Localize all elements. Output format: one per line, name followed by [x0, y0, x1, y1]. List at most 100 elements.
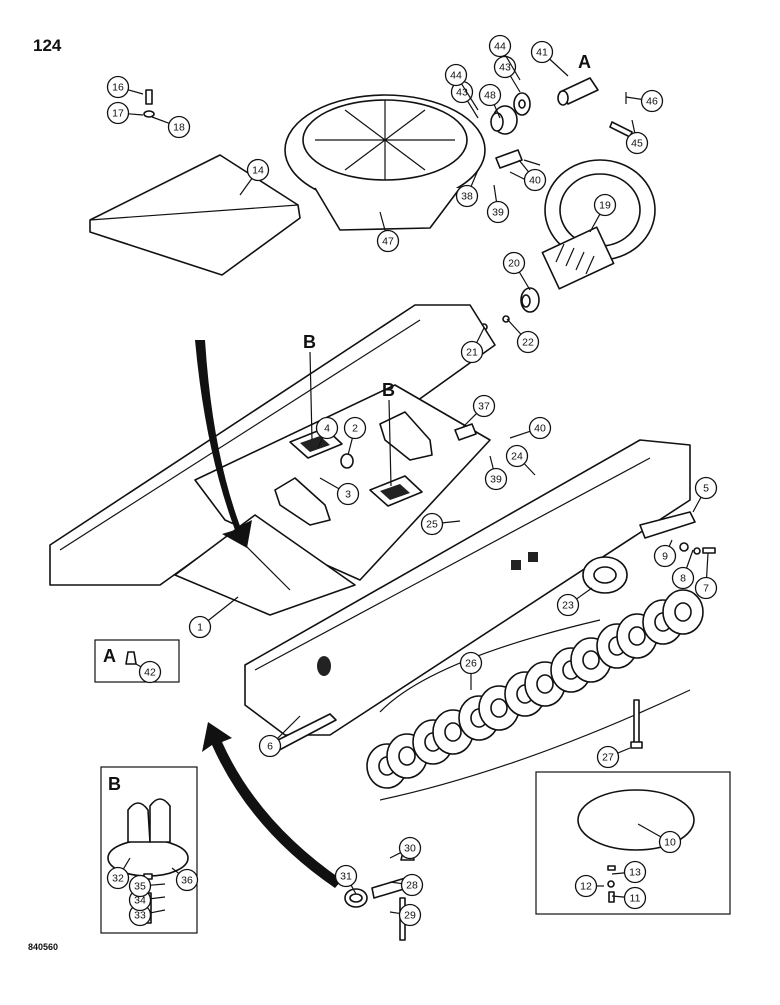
callout-number: 43 [499, 62, 511, 74]
callout-leader [668, 539, 673, 547]
roller-bolt [630, 699, 643, 749]
callout-circle [505, 444, 529, 468]
callout-leader [549, 58, 569, 77]
callout-leader [461, 83, 479, 111]
callout-leader [489, 455, 494, 469]
callout-c29: 29 [389, 903, 422, 927]
sleeve [340, 453, 354, 469]
carrier-roller [582, 556, 628, 594]
callout-circle [625, 131, 649, 155]
callout-c22: 22 [506, 318, 540, 354]
callout-c8: 8 [671, 549, 695, 590]
callout-layer: 1234567891011121314161718192021222324252… [106, 34, 718, 927]
detail-a-box: A [94, 639, 180, 683]
callout-number: 13 [629, 867, 641, 879]
callout-number: 17 [112, 108, 124, 120]
callout-leader [317, 437, 324, 449]
callout-number: 22 [522, 337, 534, 349]
callout-c46: 46 [625, 89, 664, 113]
callout-c2: 2 [343, 416, 367, 456]
callout-number: 41 [536, 47, 548, 59]
callout-c6: 6 [258, 715, 301, 758]
assembly-arrow-top [195, 340, 252, 548]
callout-number: 32 [112, 873, 124, 885]
callout-number: 20 [508, 258, 520, 270]
callout-leader [518, 159, 529, 173]
cover-bolt [143, 89, 155, 118]
callout-circle [493, 55, 517, 79]
callout-leader [128, 113, 144, 116]
callout-c11: 11 [611, 886, 647, 910]
callout-circle [593, 193, 617, 217]
callout-leader [207, 596, 239, 621]
callout-circle [175, 868, 199, 892]
callout-c44b: 44 [444, 63, 479, 111]
callout-leader [461, 413, 477, 429]
callout-leader [389, 911, 400, 915]
swing-mount-housing [284, 94, 486, 231]
callout-c19: 19 [589, 193, 617, 233]
callout-number: 11 [630, 893, 641, 905]
callout-number: 30 [404, 843, 416, 855]
callout-circle [376, 229, 400, 253]
section-b-marker-right: B [382, 380, 395, 400]
callout-c38: 38 [455, 169, 479, 208]
callout-circle [188, 615, 212, 639]
callout-c25: 25 [420, 512, 461, 536]
callout-leader [389, 852, 401, 859]
callout-leader [127, 89, 144, 95]
callout-c37: 37 [461, 394, 496, 429]
callout-circle [334, 864, 358, 888]
retaining-pin [495, 149, 541, 181]
callout-number: 14 [252, 165, 264, 177]
callout-c14: 14 [239, 158, 270, 196]
callout-leader [466, 100, 479, 119]
callout-c1: 1 [188, 596, 239, 639]
callout-number: 46 [646, 96, 658, 108]
callout-leader [442, 520, 461, 524]
callout-c45: 45 [625, 119, 649, 155]
lifting-bracket [274, 411, 433, 526]
callout-c16: 16 [106, 75, 144, 99]
callout-circle [398, 836, 422, 860]
callout-leader [576, 587, 593, 600]
callout-leader [637, 823, 662, 838]
callout-number: 5 [703, 483, 709, 495]
callout-circle [596, 745, 620, 769]
callout-number: 48 [484, 90, 496, 102]
callout-circle [472, 394, 496, 418]
callout-circle [455, 184, 479, 208]
callout-c39b: 39 [484, 455, 508, 491]
callout-circle [528, 416, 552, 440]
callout-number: 37 [478, 401, 490, 413]
callout-circle [516, 330, 540, 354]
callout-circle [623, 886, 647, 910]
callout-number: 44 [494, 41, 506, 53]
callout-c9: 9 [653, 539, 677, 568]
callout-circle [336, 482, 360, 506]
callout-leader [476, 327, 485, 343]
callout-number: 39 [490, 474, 502, 486]
callout-circle [420, 512, 444, 536]
callout-circle [694, 476, 718, 500]
callout-c39: 39 [486, 184, 510, 224]
callout-number: 25 [426, 519, 438, 531]
callout-c7: 7 [694, 552, 718, 600]
callout-leader [506, 318, 522, 335]
drawing-code: 840560 [28, 942, 59, 952]
track-guard [344, 851, 415, 941]
callout-c32: 32 [106, 857, 131, 890]
callout-c5: 5 [692, 476, 718, 513]
detail-b-box: B [100, 766, 198, 934]
callout-circle [486, 200, 510, 224]
bracket-pin [454, 423, 477, 441]
callout-c27: 27 [596, 745, 631, 769]
pivot-pin [557, 77, 599, 106]
callout-number: 36 [181, 875, 193, 887]
callout-number: 38 [461, 191, 473, 203]
callout-number: 1 [197, 622, 203, 634]
callout-number: 35 [134, 881, 146, 893]
callout-number: 45 [631, 138, 643, 150]
